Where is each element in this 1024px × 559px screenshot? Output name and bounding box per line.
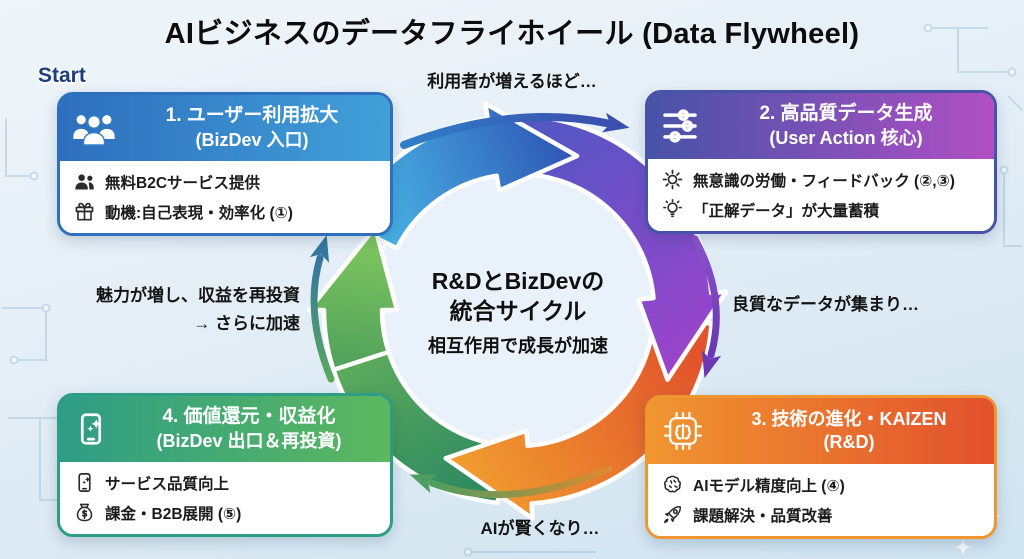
- list-item: 課金・B2B展開 (⑤): [73, 501, 377, 524]
- step-box-3-title: 3. 技術の進化・KAIZEN: [751, 408, 947, 429]
- list-item: AIモデル精度向上 (④): [661, 473, 981, 496]
- step-box-3-subtitle: (R&D): [823, 432, 875, 452]
- step-box-4-body: サービス品質向上 課金・B2B展開 (⑤): [60, 462, 390, 534]
- edge-label-left-line-1: 魅力が増し、収益を再投資: [96, 286, 300, 305]
- list-item-text: 「正解データ」が大量蓄積: [693, 202, 880, 220]
- brain-icon: [661, 473, 684, 496]
- step-box-3-body: AIモデル精度向上 (④) 課題解決・品質改善: [648, 464, 994, 536]
- users-group-icon: [72, 108, 116, 148]
- step-box-3-technology: 3. 技術の進化・KAIZEN (R&D) AIモデル精度向上 (④) 課題解決…: [645, 395, 997, 539]
- connector-arrows: [309, 112, 722, 499]
- chip-brain-icon: [660, 409, 706, 453]
- step-box-1-user-growth: 1. ユーザー利用拡大 (BizDev 入口) 無料B2Cサービス提供 動機:自…: [57, 92, 393, 236]
- step-box-2-header: 2. 高品質データ生成 (User Action 核心): [648, 93, 994, 159]
- center-line-1: R&DとBizDevの: [431, 268, 605, 294]
- list-item: サービス品質向上: [73, 471, 377, 494]
- list-item: 無料B2Cサービス提供: [73, 170, 377, 193]
- connector-arrow-right: [691, 235, 722, 379]
- step-box-3-header: 3. 技術の進化・KAIZEN (R&D): [648, 398, 994, 464]
- list-item: 課題解決・品質改善: [661, 503, 981, 526]
- step-box-4-header: 4. 価値還元・収益化 (BizDev 出口＆再投資): [60, 396, 390, 462]
- list-item: 動機:自己表現・効率化 (①): [73, 200, 377, 223]
- edge-label-left-line-2: → さらに加速: [193, 313, 300, 333]
- list-item-text: サービス品質向上: [105, 475, 230, 493]
- gear-icon: [661, 168, 684, 191]
- center-line-2: 統合サイクル: [449, 298, 587, 325]
- step-box-4-subtitle: (BizDev 出口＆再投資): [156, 430, 342, 451]
- step-box-4-monetization: 4. 価値還元・収益化 (BizDev 出口＆再投資) サービス品質向上 課金・…: [57, 393, 393, 537]
- flywheel-arrow-purple: [505, 113, 729, 382]
- sliders-icon: [660, 106, 700, 146]
- edge-label-bottom: AIが賢くなり…: [480, 519, 600, 538]
- list-item-text: 動機:自己表現・効率化 (①): [105, 204, 293, 222]
- list-item-text: 無料B2Cサービス提供: [105, 174, 261, 192]
- list-item-text: 無意識の労働・フィードバック (②,③): [693, 172, 955, 190]
- step-box-1-body: 無料B2Cサービス提供 動機:自己表現・効率化 (①): [60, 161, 390, 233]
- step-box-1-subtitle: (BizDev 入口): [195, 129, 309, 150]
- rocket-icon: [661, 503, 684, 526]
- list-item-text: 課金・B2B展開 (⑤): [105, 505, 242, 523]
- edge-label-left: 魅力が増し、収益を再投資 → さらに加速: [60, 282, 300, 337]
- bulb-icon: [661, 198, 684, 221]
- step-box-1-header: 1. ユーザー利用拡大 (BizDev 入口): [60, 95, 390, 161]
- step-box-4-title: 4. 価値還元・収益化: [162, 406, 336, 428]
- flywheel-cycle-arrows: [306, 101, 729, 521]
- list-item: 「正解データ」が大量蓄積: [661, 198, 981, 221]
- gift-icon: [73, 200, 96, 223]
- list-item-text: AIモデル精度向上 (④): [693, 477, 845, 495]
- center-line-3: 相互作用で成長が加速: [428, 335, 608, 356]
- flywheel-center-text: R&DとBizDevの 統合サイクル 相互作用で成長が加速: [398, 266, 638, 358]
- users-icon: [73, 170, 96, 193]
- edge-label-top: 利用者が増えるほど…: [427, 72, 597, 91]
- money-bag-icon: [73, 501, 96, 524]
- step-box-2-title: 2. 高品質データ生成: [759, 103, 933, 125]
- list-item: 無意識の労働・フィードバック (②,③): [661, 168, 981, 191]
- phone-sparkle-icon: [72, 408, 110, 450]
- step-box-2-data-generation: 2. 高品質データ生成 (User Action 核心) 無意識の労働・フィード…: [645, 90, 997, 234]
- step-box-1-title: 1. ユーザー利用拡大: [165, 105, 339, 127]
- connector-arrow-top: [400, 112, 630, 149]
- page-title: AIビジネスのデータフライホイール (Data Flywheel): [164, 18, 860, 50]
- step-box-2-subtitle: (User Action 核心): [769, 127, 923, 148]
- edge-label-right: 良質なデータが集まり…: [732, 295, 919, 314]
- start-label: Start: [38, 64, 86, 87]
- connector-arrow-bottom: [409, 465, 613, 499]
- list-item-text: 課題解決・品質改善: [693, 507, 833, 525]
- connector-arrow-left: [309, 234, 335, 383]
- phone-sparkle-icon: [73, 471, 96, 494]
- step-box-2-body: 無意識の労働・フィードバック (②,③) 「正解データ」が大量蓄積: [648, 159, 994, 231]
